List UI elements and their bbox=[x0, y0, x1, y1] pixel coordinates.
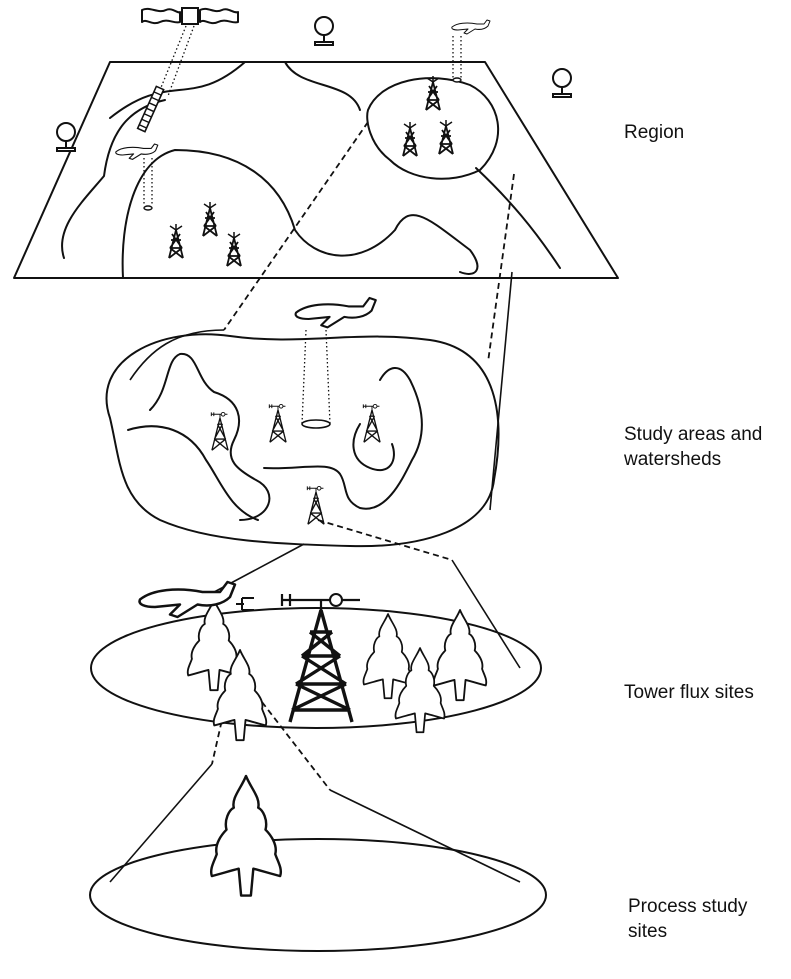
process-site-disc bbox=[89, 838, 547, 952]
conifer-tree-icon bbox=[209, 774, 283, 897]
label-process-line1: Process study bbox=[628, 896, 748, 917]
region-plane bbox=[13, 61, 619, 279]
study-airplane-icon bbox=[294, 296, 377, 429]
label-tower-flux: Tower flux sites bbox=[624, 682, 754, 703]
scale-connectors bbox=[109, 121, 521, 883]
study-area-blob bbox=[105, 333, 500, 548]
label-study-line2: watersheds bbox=[624, 449, 722, 470]
region-tower-icons bbox=[168, 75, 454, 267]
flux-tower-icon bbox=[280, 593, 360, 723]
label-study-line1: Study areas and bbox=[624, 424, 763, 445]
satellite-icon bbox=[136, 7, 239, 133]
weather-balloon-icon bbox=[56, 16, 572, 152]
airplane-icon bbox=[115, 19, 491, 211]
tower-site-disc bbox=[90, 607, 542, 729]
label-process-line2: sites bbox=[628, 921, 668, 942]
label-study-areas: Study areas and watersheds bbox=[624, 422, 762, 472]
label-process-study: Process study sites bbox=[628, 894, 747, 944]
tower-site-airplane-icon bbox=[138, 580, 254, 619]
label-region: Region bbox=[624, 122, 685, 143]
